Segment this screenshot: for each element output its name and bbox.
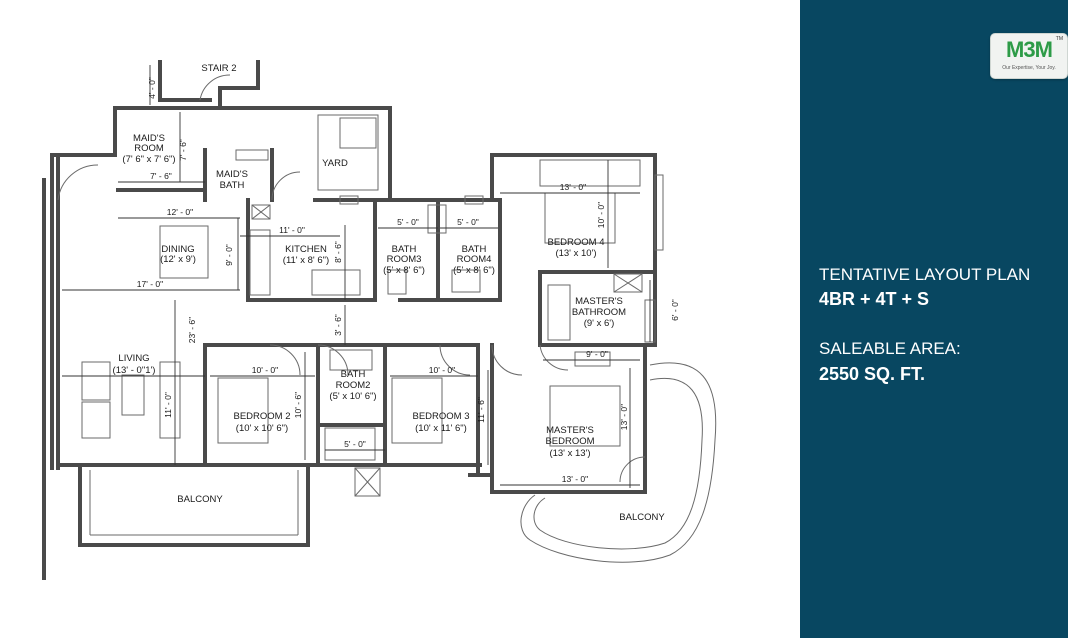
label-living-2: (13' - 0"1') bbox=[113, 365, 156, 376]
dim-corridor-v: 3' - 6" bbox=[333, 314, 343, 336]
label-living-1: LIVING bbox=[118, 353, 149, 364]
label-balcony-right: BALCONY bbox=[619, 512, 665, 523]
info-panel: M3M Our Expertise, Your Joy. TM TENTATIV… bbox=[800, 0, 1068, 638]
label-masterbath-3: (9' x 6') bbox=[584, 318, 615, 329]
label-bath3-2: ROOM3 bbox=[387, 254, 422, 265]
area-value: 2550 SQ. FT. bbox=[819, 364, 926, 384]
label-bath4-3: (5' x 8' 6") bbox=[453, 265, 495, 276]
dim-living-v2: 11' - 0" bbox=[163, 392, 173, 418]
label-bath2-1: BATH bbox=[341, 369, 366, 380]
dim-dining-h: 12' - 0" bbox=[167, 207, 193, 217]
dim-bed3-h: 10' - 0" bbox=[429, 365, 455, 375]
label-dining-2: (12' x 9') bbox=[160, 254, 196, 265]
label-maids-room-1: MAID'S bbox=[133, 133, 165, 144]
thin-lines bbox=[57, 74, 717, 563]
label-stair: STAIR 2 bbox=[201, 63, 236, 74]
logo-trademark: TM bbox=[1055, 36, 1063, 42]
floor-plan: STAIR 2 MAID'S ROOM (7' 6" x 7' 6") MAID… bbox=[42, 60, 717, 580]
dim-bath3-h: 5' - 0" bbox=[397, 217, 419, 227]
label-bath2-3: (5' x 10' 6") bbox=[329, 391, 376, 402]
label-bath4-2: ROOM4 bbox=[457, 254, 492, 265]
dim-master-h: 13' - 0" bbox=[562, 474, 588, 484]
dim-bath2-h: 5' - 0" bbox=[344, 439, 366, 449]
dim-bed2-v: 10' - 6" bbox=[293, 392, 303, 418]
label-master-bedroom-1: MASTER'S bbox=[546, 425, 594, 436]
label-bath4-1: BATH bbox=[462, 244, 487, 255]
dim-stair-v: 4' - 0" bbox=[147, 77, 157, 99]
label-bedroom2-1: BEDROOM 2 bbox=[233, 411, 290, 422]
dim-master-v: 13' - 0" bbox=[619, 404, 629, 430]
layout-title: TENTATIVE LAYOUT PLAN bbox=[819, 265, 1031, 284]
dimension-labels: 4' - 0" 7' - 6" 7' - 6" 12' - 0" 9' - 0"… bbox=[137, 77, 680, 484]
label-dining-1: DINING bbox=[161, 244, 194, 255]
configuration: 4BR + 4T + S bbox=[819, 289, 930, 309]
dim-bed4-v: 10' - 0" bbox=[596, 202, 606, 228]
dim-bed3-v: 11' - 6" bbox=[476, 397, 486, 423]
label-maids-room-3: (7' 6" x 7' 6") bbox=[122, 154, 175, 165]
dimension-lines bbox=[62, 65, 651, 488]
m3m-logo: M3M Our Expertise, Your Joy. TM bbox=[990, 33, 1068, 79]
label-bath3-1: BATH bbox=[392, 244, 417, 255]
label-maids-room-2: ROOM bbox=[134, 143, 164, 154]
dim-masterbath-h: 9' - 0" bbox=[586, 349, 608, 359]
dim-bed4-h: 13' - 0" bbox=[560, 182, 586, 192]
label-yard: YARD bbox=[322, 158, 348, 169]
dim-bed2-h: 10' - 0" bbox=[252, 365, 278, 375]
label-bedroom3-1: BEDROOM 3 bbox=[412, 411, 469, 422]
floor-plan-drawing: STAIR 2 MAID'S ROOM (7' 6" x 7' 6") MAID… bbox=[42, 60, 717, 580]
label-bath3-3: (5' x 8' 6") bbox=[383, 265, 425, 276]
walls bbox=[42, 60, 657, 580]
room-labels: STAIR 2 MAID'S ROOM (7' 6" x 7' 6") MAID… bbox=[113, 63, 666, 523]
label-balcony-left: BALCONY bbox=[177, 494, 223, 505]
label-maids-bath-2: BATH bbox=[220, 180, 245, 191]
label-bedroom2-2: (10' x 10' 6") bbox=[236, 423, 288, 434]
dim-living-h: 17' - 0" bbox=[137, 279, 163, 289]
label-maids-bath-1: MAID'S bbox=[216, 169, 248, 180]
dim-bath4-h: 5' - 0" bbox=[457, 217, 479, 227]
label-master-bedroom-3: (13' x 13') bbox=[549, 448, 590, 459]
label-master-bedroom-2: BEDROOM bbox=[545, 436, 594, 447]
label-bedroom4-2: (13' x 10') bbox=[555, 248, 596, 259]
dim-living-v: 23' - 6" bbox=[187, 317, 197, 343]
label-bedroom3-2: (10' x 11' 6") bbox=[415, 423, 467, 434]
label-masterbath-2: BATHROOM bbox=[572, 307, 626, 318]
label-kitchen-2: (11' x 8' 6") bbox=[283, 255, 329, 266]
dim-maids-h: 7' - 6" bbox=[150, 171, 172, 181]
dim-kitchen-v: 8' - 6" bbox=[333, 241, 343, 263]
label-masterbath-1: MASTER'S bbox=[575, 296, 623, 307]
label-bedroom4-1: BEDROOM 4 bbox=[547, 237, 604, 248]
dim-maids-v: 7' - 6" bbox=[178, 139, 188, 161]
dim-kitchen-h: 11' - 0" bbox=[279, 225, 305, 235]
logo-wordmark: M3M bbox=[1006, 37, 1053, 62]
dim-dining-v: 9' - 0" bbox=[224, 244, 234, 266]
label-bath2-2: ROOM2 bbox=[336, 380, 371, 391]
dim-masterbath-v: 6' - 0" bbox=[670, 299, 680, 321]
label-kitchen-1: KITCHEN bbox=[285, 244, 327, 255]
logo-tagline: Our Expertise, Your Joy. bbox=[1002, 65, 1056, 71]
area-label: SALEABLE AREA: bbox=[819, 339, 961, 358]
